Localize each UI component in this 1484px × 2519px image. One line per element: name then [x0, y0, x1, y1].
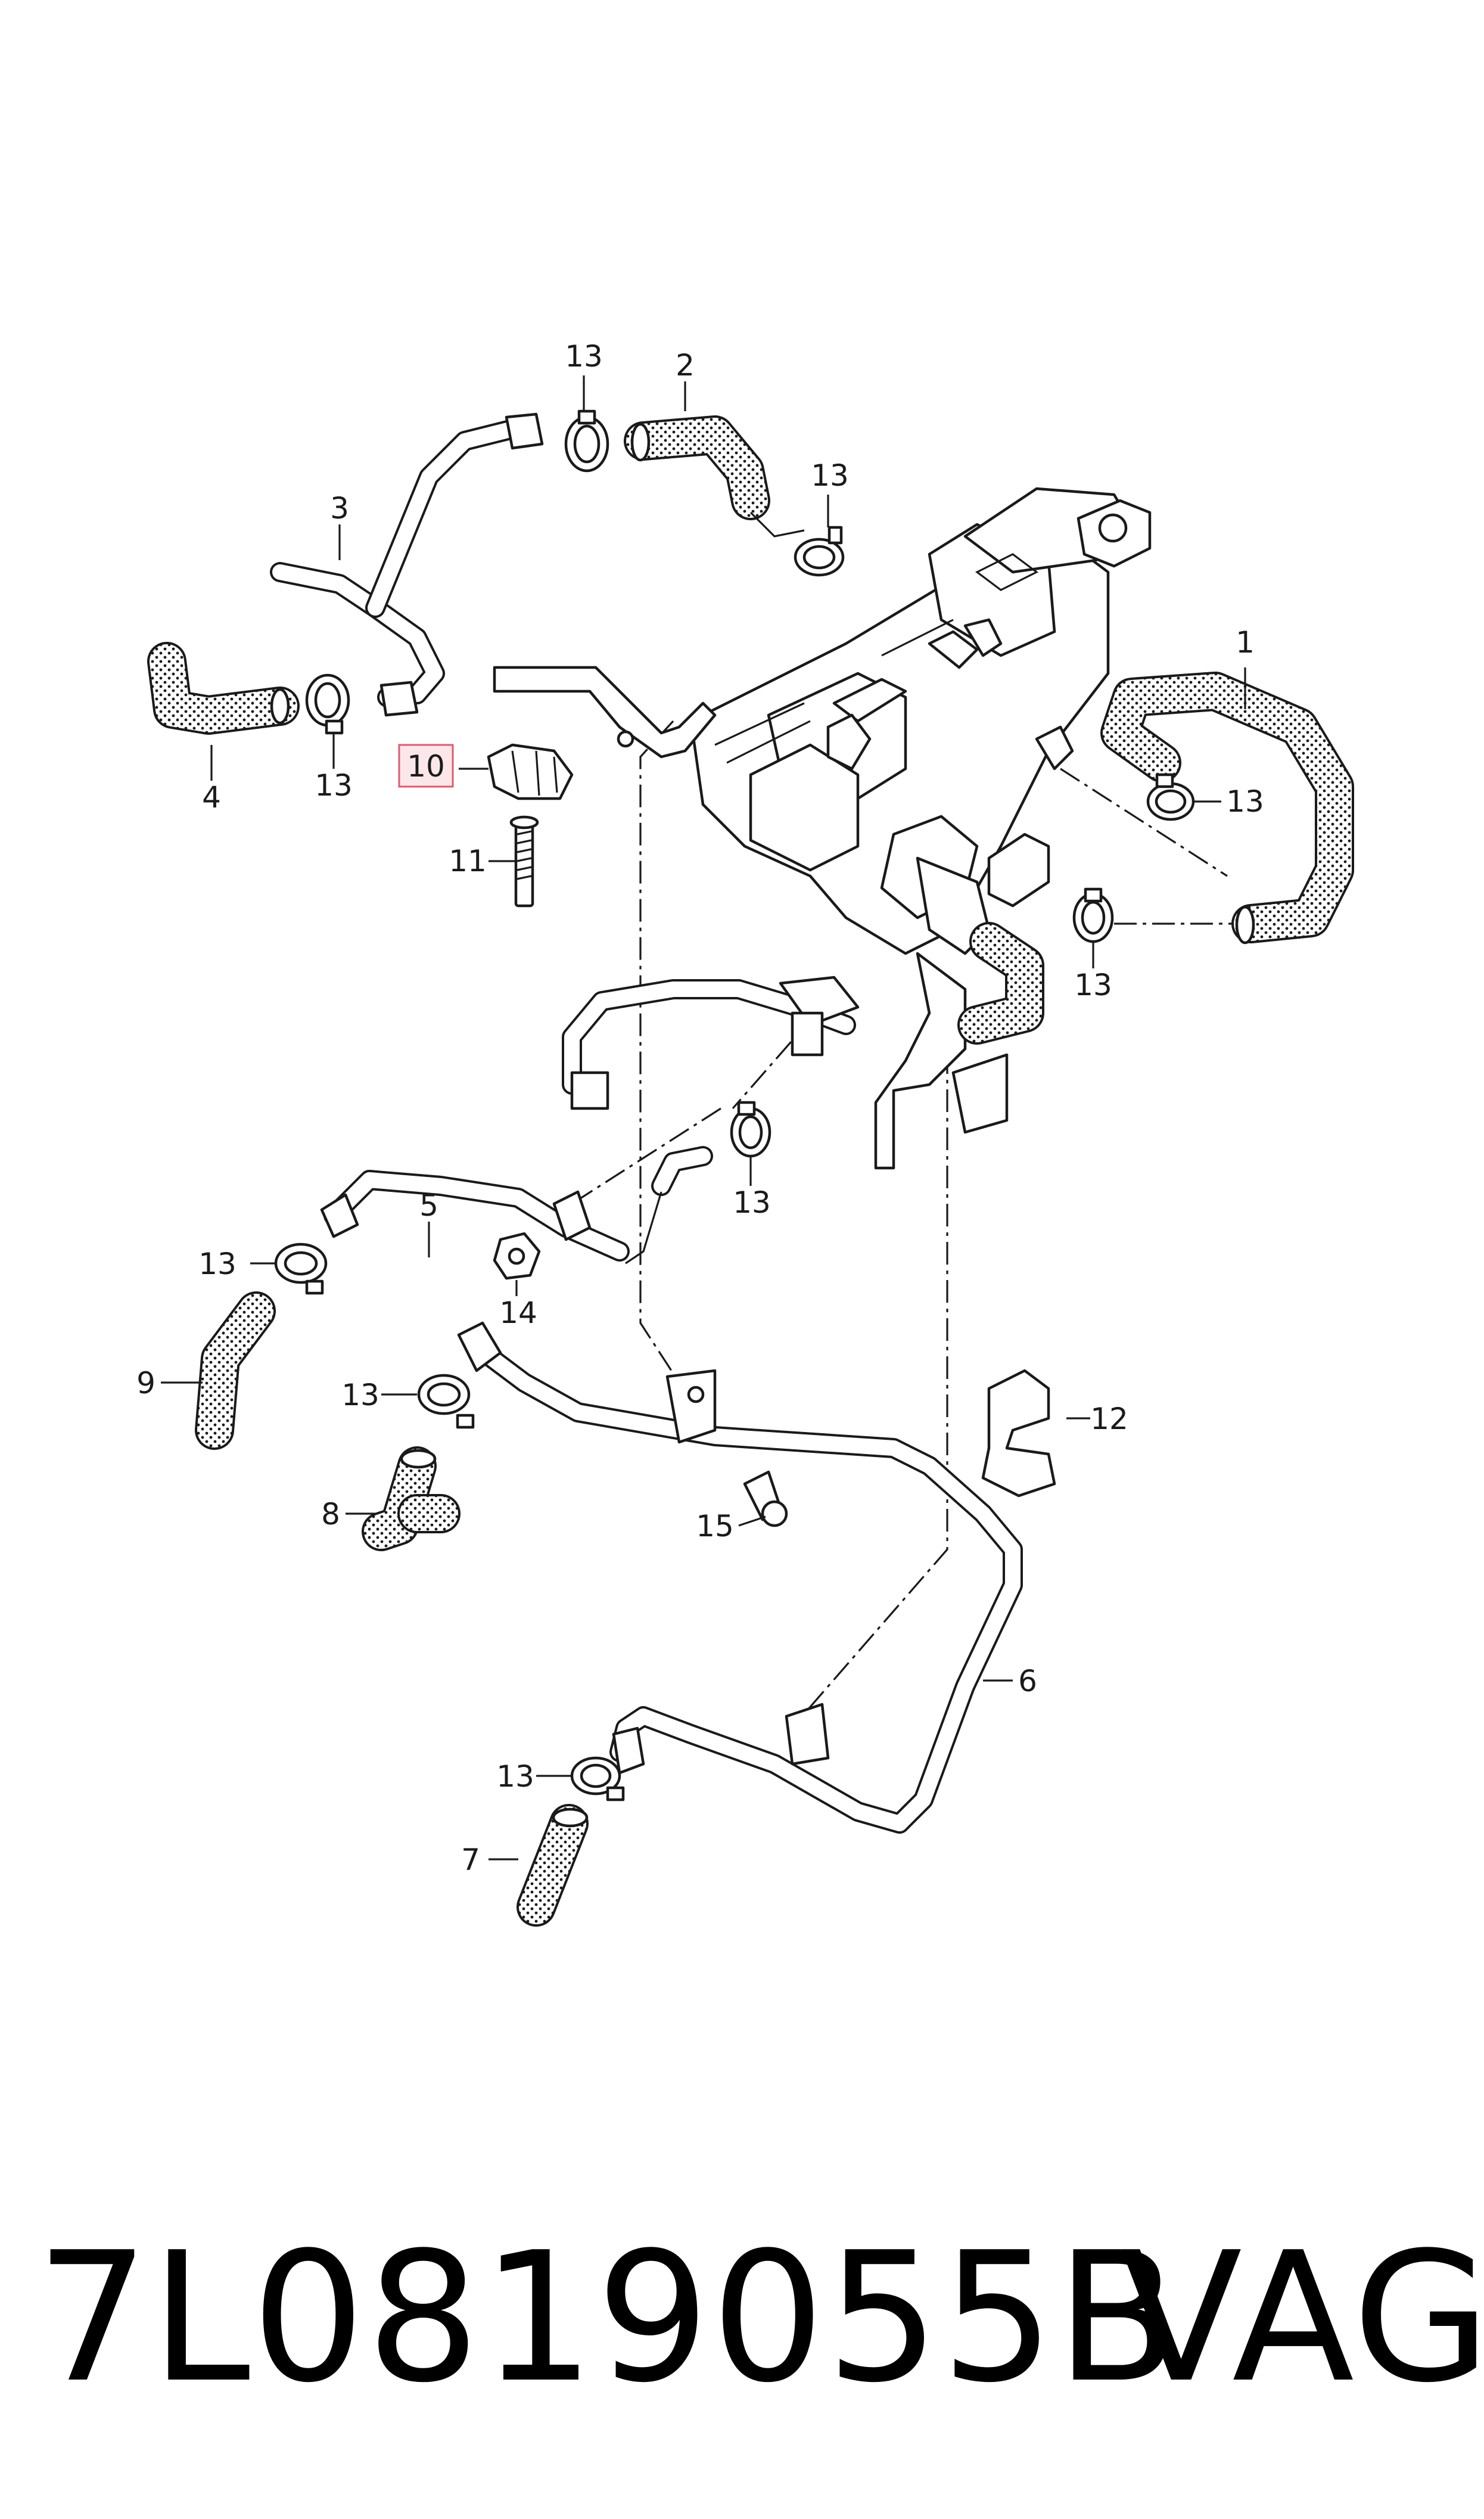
- label-7: 7: [461, 1843, 480, 1877]
- hose-clamps: [274, 409, 1195, 1801]
- hose-7: [517, 1804, 589, 1927]
- label-9: 9: [136, 1366, 155, 1400]
- lower-bracket: [874, 952, 1009, 1170]
- label-13-mid-right: 13: [1074, 968, 1112, 1002]
- highlight-box: [398, 744, 454, 788]
- part-number: 7L0819055B: [36, 2214, 1180, 2422]
- label-8: 8: [321, 1497, 340, 1532]
- label-13-center: 13: [733, 1185, 771, 1220]
- hose-8: [362, 1446, 461, 1551]
- label-14: 14: [499, 1296, 537, 1330]
- hose-4: [147, 642, 300, 735]
- hose-2: [624, 415, 805, 538]
- hose-3: [270, 412, 544, 717]
- label-2: 2: [676, 348, 695, 383]
- bolt-11: [509, 815, 539, 908]
- pipe-6: [457, 1321, 1023, 1834]
- label-10: 10: [407, 749, 445, 784]
- label-15: 15: [696, 1509, 734, 1543]
- label-13-mid-left: 13: [198, 1247, 237, 1281]
- label-13-right-top: 13: [811, 458, 849, 493]
- bolt-15: [743, 1470, 788, 1527]
- label-12: 12: [1090, 1402, 1128, 1436]
- label-6: 6: [1018, 1664, 1037, 1698]
- brand-name: VAG: [1120, 2214, 1484, 2422]
- central-pipe: [562, 976, 860, 1110]
- label-13-bottom: 13: [496, 1759, 534, 1794]
- leader-lines: [161, 375, 1246, 1860]
- side-hose: [957, 922, 1044, 1045]
- hose-1: [1100, 672, 1354, 945]
- label-11: 11: [449, 844, 487, 878]
- label-1: 1: [1236, 625, 1255, 660]
- callout-labels: 13 2 13 3 4 13 10 11 1 13 13 13 5 13 14 …: [136, 339, 1264, 1877]
- clip-10: [487, 743, 574, 800]
- label-5: 5: [419, 1188, 438, 1223]
- clip-12: [981, 1369, 1056, 1498]
- label-13-right: 13: [1226, 784, 1264, 819]
- label-13-lower-left: 13: [341, 1378, 379, 1412]
- top-bracket: [493, 666, 717, 759]
- hose-9: [195, 1291, 276, 1450]
- label-13-left: 13: [315, 768, 353, 803]
- nut-14: [493, 1232, 541, 1280]
- label-4: 4: [202, 780, 221, 815]
- heater-unit: [689, 487, 1152, 955]
- pipe-5: [320, 1146, 713, 1265]
- label-3: 3: [330, 491, 349, 526]
- label-13-top: 13: [565, 339, 603, 374]
